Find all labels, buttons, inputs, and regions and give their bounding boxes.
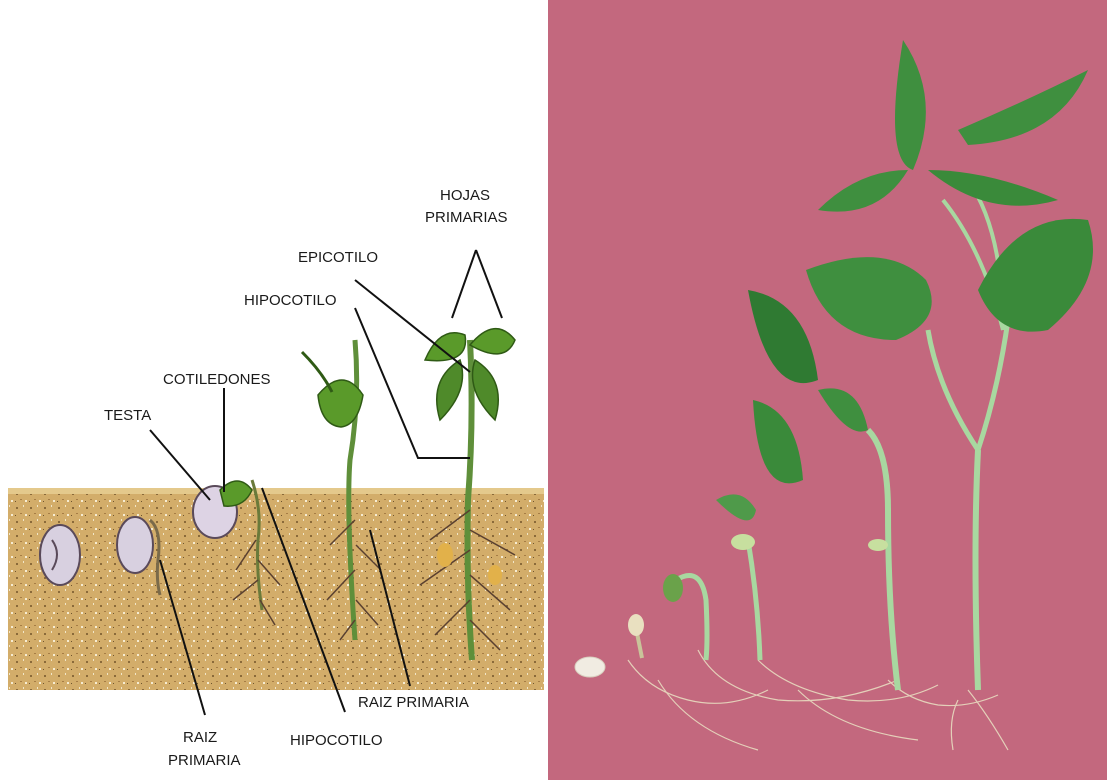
label-raiz-primaria-right: RAIZ PRIMARIA [358,694,469,711]
label-raiz-line2: PRIMARIA [168,752,241,769]
label-raiz-line1: RAIZ [183,729,217,746]
diagram-canvas: HOJAS PRIMARIAS EPICOTILO HIPOCOTILO COT… [0,0,548,780]
label-epicotilo: EPICOTILO [298,249,378,266]
germination-photo [548,0,1107,780]
seed-stage-1 [40,525,80,585]
photo-seed [575,657,605,677]
label-hipocotilo-bottom: HIPOCOTILO [290,732,383,749]
label-hipocotilo-top: HIPOCOTILO [244,292,337,309]
photo-canvas [548,0,1107,780]
label-cotiledones: COTILEDONES [163,371,271,388]
label-hojas-line1: HOJAS [440,187,490,204]
label-hojas-line2: PRIMARIAS [425,209,508,226]
germination-diagram: HOJAS PRIMARIAS EPICOTILO HIPOCOTILO COT… [0,0,548,780]
soil-surface [8,488,544,494]
label-testa: TESTA [104,407,151,424]
soil-layer [8,490,544,690]
